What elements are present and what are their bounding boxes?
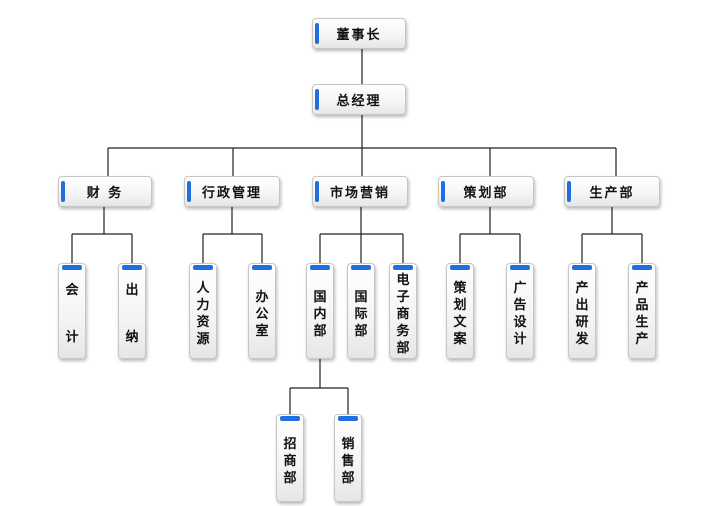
- node-label: 总经理: [336, 94, 382, 109]
- node-sub-cashier: 出纳: [118, 263, 146, 359]
- node-label-char: 销: [341, 436, 355, 452]
- node-sub-rnd: 产出研发: [568, 263, 596, 359]
- node-sub-copywriting: 策划文案: [446, 263, 474, 359]
- node-label-char: 部: [341, 470, 355, 486]
- node-label-char: 国: [354, 289, 368, 305]
- node-sub-hr: 人力资源: [189, 263, 217, 359]
- node-label: 市场营销: [329, 186, 390, 201]
- node-label-char: 人: [196, 281, 210, 296]
- node-label-char: 商: [396, 306, 410, 322]
- node-label-char: 资: [196, 315, 210, 330]
- node-label: 生产部: [589, 186, 635, 201]
- node-label-char: 生: [635, 315, 649, 330]
- node-label-char: 室: [255, 323, 269, 339]
- node-sub-office: 办公室: [248, 263, 276, 359]
- node-label-char: 源: [196, 332, 210, 347]
- node-label-char: 设: [513, 315, 527, 330]
- node-sub-ecommerce: 电子商务部: [389, 263, 417, 359]
- node-label-char: 产: [575, 281, 589, 296]
- node-label-char: 部: [396, 340, 410, 356]
- node-label-char: 案: [453, 332, 467, 347]
- node-label-char: 部: [354, 323, 368, 339]
- node-label-char: 公: [255, 306, 269, 322]
- node-dept-marketing: 市场营销: [312, 176, 408, 207]
- node-label-char: 出: [125, 283, 139, 298]
- node-label: 策划部: [463, 186, 509, 201]
- node-label-char: 售: [341, 453, 355, 469]
- node-dept-admin: 行政管理: [184, 176, 280, 207]
- node-label-char: 纳: [125, 330, 139, 345]
- node-label-char: 办: [255, 289, 269, 305]
- node-label: 财 务: [86, 186, 124, 201]
- node-label-char: 会: [65, 283, 79, 298]
- node-label-char: 发: [575, 332, 589, 347]
- node-label-char: 计: [65, 330, 79, 345]
- node-chairman: 董事长: [312, 18, 406, 49]
- node-label: 行政管理: [201, 186, 262, 201]
- node-dept-production: 生产部: [564, 176, 660, 207]
- node-label-char: 力: [196, 298, 210, 313]
- node-label-char: 部: [313, 323, 327, 339]
- node-label-char: 招: [283, 436, 297, 452]
- node-label-char: 广: [513, 281, 527, 296]
- node-label-char: 子: [396, 289, 410, 305]
- node-dept-finance: 财 务: [58, 176, 152, 207]
- node-label-char: 务: [396, 323, 410, 339]
- node-label-char: 国: [313, 289, 327, 305]
- node-label-char: 文: [453, 315, 467, 330]
- node-label-char: 品: [635, 298, 649, 313]
- node-label-char: 策: [453, 281, 467, 296]
- node-sub-sales: 销售部: [334, 414, 362, 502]
- node-label-char: 告: [513, 298, 527, 313]
- node-label-char: 出: [575, 298, 589, 313]
- node-label-char: 划: [453, 298, 467, 313]
- node-dept-planning: 策划部: [438, 176, 534, 207]
- node-label-char: 产: [635, 332, 649, 347]
- node-label-char: 产: [635, 281, 649, 296]
- node-sub-domestic: 国内部: [306, 263, 334, 359]
- node-general-manager: 总经理: [312, 84, 406, 115]
- node-sub-accounting: 会计: [58, 263, 86, 359]
- node-label-char: 研: [575, 315, 589, 330]
- node-label: 董事长: [336, 28, 382, 43]
- node-label-char: 计: [513, 332, 527, 347]
- node-label-char: 电: [396, 272, 410, 288]
- node-label-char: 际: [354, 306, 368, 322]
- node-label-char: 部: [283, 470, 297, 486]
- node-sub-investment: 招商部: [276, 414, 304, 502]
- node-sub-ad-design: 广告设计: [506, 263, 534, 359]
- node-sub-international: 国际部: [347, 263, 375, 359]
- node-label-char: 内: [313, 306, 327, 322]
- node-label-char: 商: [283, 453, 297, 469]
- node-sub-manufacturing: 产品生产: [628, 263, 656, 359]
